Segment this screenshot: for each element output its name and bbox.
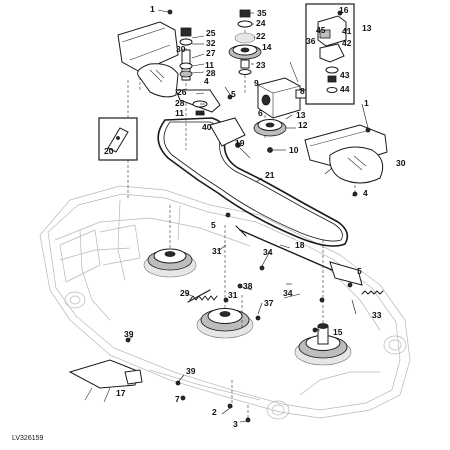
callout-45: 45 [316, 25, 326, 35]
rear-linkage [68, 359, 143, 403]
callout-42: 42 [342, 38, 352, 48]
right-spindle-assembly [294, 323, 352, 366]
callout-labels: 1 1 2 3 4 4 5 5 5 6 7 8 9 10 11 11 12 13… [104, 4, 406, 429]
callout-22: 22 [256, 31, 266, 41]
left-spindle-assembly [143, 248, 197, 278]
callout-39-lower: 39 [186, 366, 196, 376]
callout-3: 3 [233, 419, 238, 429]
callout-11: 11 [205, 60, 214, 70]
gearbox-detail-inset [305, 3, 355, 105]
callout-4: 4 [204, 76, 209, 86]
callout-29: 29 [180, 288, 190, 298]
callout-6: 6 [258, 108, 263, 118]
callout-21: 21 [265, 170, 275, 180]
callout-17: 17 [116, 388, 126, 398]
left-pulley-guard [137, 63, 179, 98]
callout-4-right: 4 [363, 188, 368, 198]
callout-1: 1 [150, 4, 155, 14]
callout-41: 41 [342, 26, 352, 36]
callout-9: 9 [254, 78, 259, 88]
idler-arm-inset [98, 117, 138, 161]
callout-31: 31 [212, 246, 222, 256]
left-belt-shield [117, 9, 179, 73]
callout-5-mid: 5 [211, 220, 216, 230]
callout-5-right: 5 [357, 266, 362, 276]
callout-34-lower: 34 [283, 288, 293, 298]
callout-13-inset: 13 [362, 23, 372, 33]
callout-26: 26 [177, 87, 187, 97]
callout-32: 32 [206, 38, 216, 48]
callout-15: 15 [333, 327, 343, 337]
callout-5: 5 [231, 89, 236, 99]
callout-2: 2 [212, 407, 217, 417]
callout-36: 36 [306, 36, 316, 46]
leader-lines [127, 9, 369, 423]
callout-13: 13 [296, 110, 306, 120]
callout-34: 34 [263, 247, 273, 257]
idler-bracket [209, 117, 251, 159]
fasteners [125, 94, 358, 423]
tension-rod [235, 225, 363, 286]
idler-stack [175, 27, 221, 116]
callout-10: 10 [289, 145, 299, 155]
callout-1-right: 1 [364, 98, 369, 108]
callout-44: 44 [340, 84, 350, 94]
callout-30-right: 30 [396, 158, 406, 168]
callout-24: 24 [256, 18, 266, 28]
callout-40: 40 [202, 122, 212, 132]
callout-19: 19 [235, 138, 245, 148]
callout-39: 39 [124, 329, 134, 339]
idler-spring [187, 289, 218, 303]
callout-14: 14 [262, 42, 272, 52]
callout-28: 28 [206, 68, 216, 78]
callout-37: 37 [264, 298, 274, 308]
callout-11-lower: 11 [175, 108, 184, 118]
callout-8: 8 [300, 86, 305, 96]
mower-deck [39, 185, 411, 420]
gearbox-pulley-stack [228, 9, 262, 75]
callout-12: 12 [298, 120, 308, 130]
callout-23: 23 [256, 60, 266, 70]
gearbox-pulley [253, 119, 287, 153]
center-spindle-assembly [196, 308, 254, 339]
figure-code: LV326159 [12, 435, 44, 442]
callout-33: 33 [372, 310, 382, 320]
callout-25: 25 [206, 28, 216, 38]
callout-35: 35 [257, 8, 267, 18]
right-belt-shield [304, 124, 388, 184]
callout-27: 27 [206, 48, 216, 58]
callout-30: 30 [176, 44, 186, 54]
callout-28-lower: 28 [175, 98, 185, 108]
callout-7: 7 [175, 394, 180, 404]
callout-20: 20 [104, 146, 114, 156]
callout-38: 38 [243, 281, 253, 291]
callout-16: 16 [339, 5, 349, 15]
deck-spring [361, 290, 384, 295]
callout-18: 18 [295, 240, 305, 250]
gearbox [257, 61, 309, 119]
callout-31-lower: 31 [228, 290, 238, 300]
callout-43: 43 [340, 70, 350, 80]
